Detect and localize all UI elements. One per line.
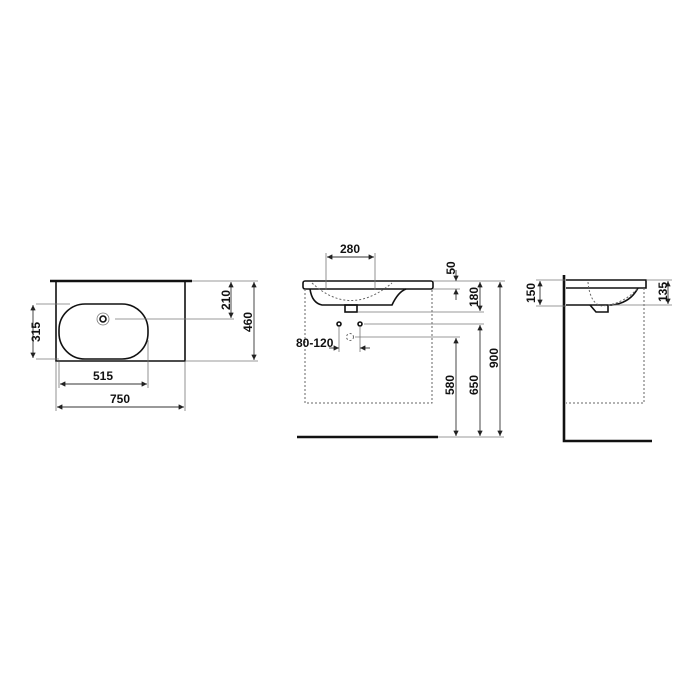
dim-label-650: 650	[467, 375, 481, 395]
tap-hole-inner	[99, 315, 107, 323]
side-view: 150 135	[524, 275, 672, 443]
bowl-side-profile	[566, 287, 639, 306]
dim-label-180: 180	[467, 287, 481, 307]
dim-label-80-120: 80-120	[296, 336, 334, 350]
cabinet-outline	[304, 289, 433, 404]
dim-label-900: 900	[487, 348, 501, 368]
dim-label-280: 280	[340, 242, 360, 256]
dim-label-150: 150	[524, 283, 538, 303]
dim-label-315: 315	[29, 322, 43, 342]
dim-label-135: 135	[656, 282, 670, 302]
dim-label-580: 580	[443, 375, 457, 395]
bowl-hidden-line	[311, 282, 393, 301]
drain-side	[589, 304, 609, 313]
basin-bowl	[58, 303, 149, 360]
dim-label-210: 210	[219, 290, 233, 310]
washbasin-side-slab	[566, 279, 647, 289]
washbasin-slab	[302, 280, 434, 290]
supply-hole-icon	[357, 321, 363, 327]
front-view: 280 50 180 80-120 650 580 900	[296, 242, 505, 439]
bowl-underside	[309, 288, 407, 306]
tap-hole-icon	[96, 312, 110, 326]
drain-outlet	[344, 304, 358, 313]
washbasin-outline	[55, 281, 186, 362]
dim-label-750: 750	[110, 392, 130, 406]
dim-label-50: 50	[444, 261, 458, 275]
bowl-hidden-line	[587, 281, 639, 307]
supply-hole-icon	[336, 321, 342, 327]
drain-pipe-icon	[346, 333, 354, 341]
wall-and-floor	[562, 275, 652, 443]
top-view: 315 210 460 515 750	[29, 279, 258, 411]
dim-label-460: 460	[241, 312, 255, 332]
dim-label-515: 515	[93, 369, 113, 383]
